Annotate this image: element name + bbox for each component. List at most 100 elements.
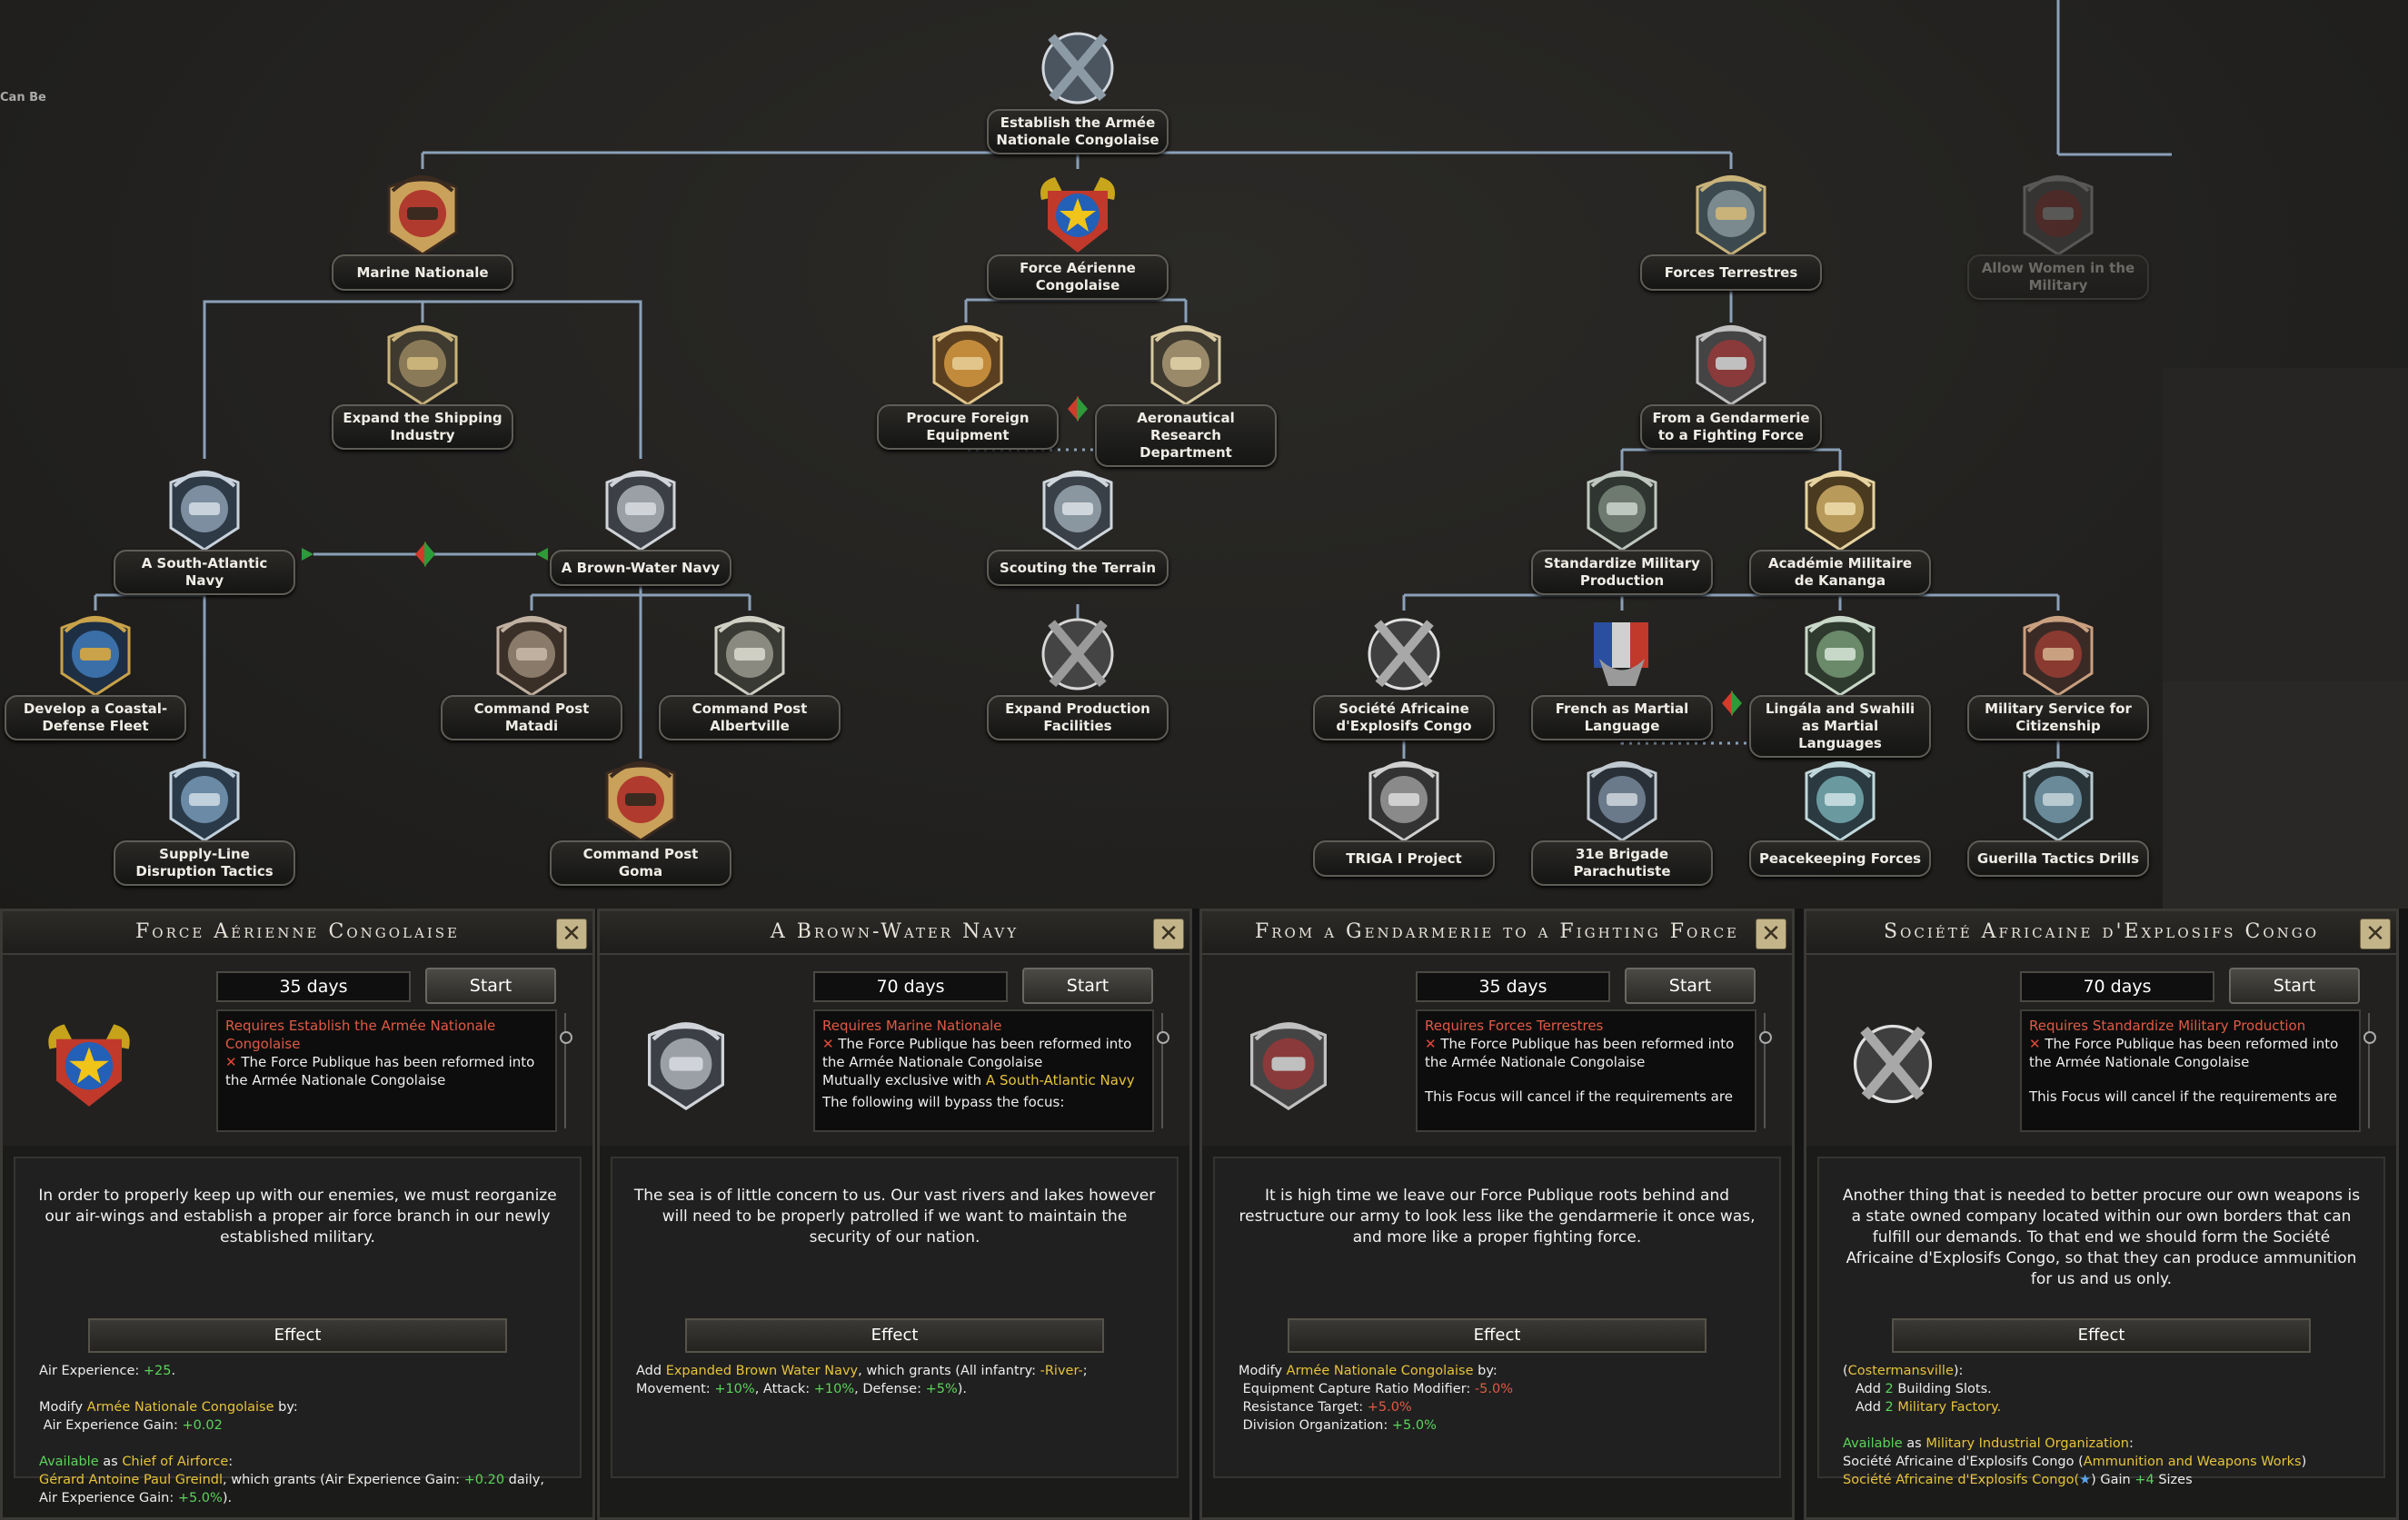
riverboat-icon xyxy=(632,1009,741,1118)
focus-node-shipping[interactable]: Expand the Shipping Industry xyxy=(332,313,513,459)
effect-text: Movement: xyxy=(636,1382,715,1396)
effect-text: , which grants (Air Experience Gain: xyxy=(223,1473,464,1487)
focus-node-lingala[interactable]: Lingála and Swahili as Martial Languages xyxy=(1749,604,1931,758)
requirements-scrollbar[interactable] xyxy=(1758,1009,1772,1132)
effect-text: Ammunition and Weapons Works xyxy=(2083,1455,2302,1469)
duration-field: 70 days xyxy=(813,971,1008,1002)
focus-label: Académie Militaire de Kananga xyxy=(1749,550,1931,595)
focus-node-terrestres[interactable]: Forces Terrestres xyxy=(1640,164,1822,309)
focus-tree-view: Can Be Establish the Armée Nationale Con… xyxy=(0,0,2408,909)
focus-label: Forces Terrestres xyxy=(1640,254,1822,291)
requirements-scrollbar[interactable] xyxy=(2363,1009,2376,1132)
effect-text: Building Slots. xyxy=(1893,1382,1992,1396)
tree-side-shade xyxy=(2163,681,2408,909)
effect-text: daily, xyxy=(504,1473,545,1487)
focus-node-expandprod[interactable]: Expand Production Facilities xyxy=(987,604,1169,750)
focus-label: Expand the Shipping Industry xyxy=(332,404,513,450)
focus-detail-panel: Force Aérienne Congolaise ✕ 35 days Star… xyxy=(0,909,595,1520)
focus-node-albertville[interactable]: Command Post Albertville xyxy=(659,604,841,750)
exclusive-focus-link[interactable]: A South-Atlantic Navy xyxy=(985,1072,1135,1088)
effect-text: by: xyxy=(274,1400,298,1415)
shipping-icon xyxy=(373,313,473,413)
focus-label: Peacekeeping Forces xyxy=(1749,840,1931,877)
focus-detail-panel: A Brown-Water Navy ✕ 70 days Start Requi… xyxy=(597,909,1192,1520)
helmet-rifles-icon xyxy=(1681,313,1781,413)
requirement-detail: ✕ The Force Publique has been reformed i… xyxy=(1425,1036,1735,1070)
effect-text: Military Industrial Organization xyxy=(1925,1436,2129,1451)
effect-text: Gérard Antoine Paul Greindl xyxy=(39,1473,223,1487)
focus-label: Marine Nationale xyxy=(332,254,513,291)
reactor-icon xyxy=(1354,750,1454,849)
effect-text: Sizes xyxy=(2154,1473,2193,1487)
requirement-line: Requires Standardize Military Production xyxy=(2029,1018,2306,1034)
focus-node-academie[interactable]: Académie Militaire de Kananga xyxy=(1749,459,1931,604)
start-focus-button[interactable]: Start xyxy=(425,968,556,1004)
focus-node-guerilla[interactable]: Guerilla Tactics Drills xyxy=(1967,750,2149,895)
crossed-rifles-icon xyxy=(1028,18,1128,118)
focus-node-triga[interactable]: TRIGA I Project xyxy=(1313,750,1495,895)
close-button[interactable]: ✕ xyxy=(1153,919,1184,949)
start-focus-button[interactable]: Start xyxy=(2229,968,2360,1004)
focus-node-scouting[interactable]: Scouting the Terrain xyxy=(987,459,1169,604)
requirements-scrollbar[interactable] xyxy=(559,1009,572,1132)
focus-node-standardize[interactable]: Standardize Military Production xyxy=(1531,459,1713,604)
focus-node-gendarmerie[interactable]: From a Gendarmerie to a Fighting Force xyxy=(1640,313,1822,459)
effect-text: as xyxy=(1902,1436,1926,1451)
effect-text: Armée Nationale Congolaise xyxy=(1286,1364,1474,1378)
focus-node-brigade[interactable]: 31e Brigade Parachutiste xyxy=(1531,750,1713,895)
start-focus-button[interactable]: Start xyxy=(1022,968,1153,1004)
roundel-star-icon xyxy=(1028,164,1128,263)
focus-node-coastal[interactable]: Develop a Coastal-Defense Fleet xyxy=(5,604,186,750)
requirement-note: This Focus will cancel if the requiremen… xyxy=(1425,1088,1733,1105)
focus-node-peace[interactable]: Peacekeeping Forces xyxy=(1749,750,1931,895)
effect-text: Armée Nationale Congolaise xyxy=(86,1400,274,1415)
requirement-detail: ✕ The Force Publique has been reformed i… xyxy=(822,1036,1132,1070)
effect-text: +5% xyxy=(925,1382,958,1396)
focus-node-aero[interactable]: Aeronautical Research Department xyxy=(1095,313,1277,467)
close-icon: ✕ xyxy=(2365,920,2385,948)
panel-header-area: 35 days Start Requires Forces Terrestres… xyxy=(1202,955,1792,1146)
effect-text: +5.0% xyxy=(1367,1400,1412,1415)
command-post-icon xyxy=(482,604,582,704)
women-soldiers-icon xyxy=(2008,164,2108,263)
focus-description: In order to properly keep up with our en… xyxy=(38,1187,557,1247)
focus-node-french[interactable]: French as Martial Language xyxy=(1531,604,1713,750)
handshake-icon xyxy=(918,313,1018,413)
requirement-note: This Focus will cancel if the requiremen… xyxy=(2029,1088,2337,1105)
effect-list: Modify Armée Nationale Congolaise by: Eq… xyxy=(1239,1362,1757,1435)
panel-title: Société Africaine d'Explosifs Congo xyxy=(1806,911,2396,955)
panel-header-area: 35 days Start Requires Establish the Arm… xyxy=(3,955,592,1146)
requirements-scrollbar[interactable] xyxy=(1156,1009,1169,1132)
focus-node-procure[interactable]: Procure Foreign Equipment xyxy=(877,313,1059,459)
focus-node-fac[interactable]: Force Aérienne Congolaise xyxy=(987,164,1169,309)
effect-text: Add xyxy=(636,1364,666,1378)
fort-icon xyxy=(700,604,800,704)
focus-node-allow[interactable]: Allow Women in the Military xyxy=(1967,164,2149,309)
close-button[interactable]: ✕ xyxy=(1756,919,1786,949)
effect-text: Military Factory. xyxy=(1893,1400,2002,1415)
focus-node-establish[interactable]: Establish the Armée Nationale Congolaise xyxy=(987,18,1169,164)
close-button[interactable]: ✕ xyxy=(2360,919,2391,949)
mutual-exclusive-marker xyxy=(404,541,444,567)
mutual-exclusive-line: Mutually exclusive with A South-Atlantic… xyxy=(822,1072,1135,1088)
focus-node-supply[interactable]: Supply-Line Disruption Tactics xyxy=(114,750,295,895)
focus-node-goma[interactable]: Command Post Goma xyxy=(550,750,731,895)
effect-text: Available xyxy=(1843,1436,1903,1451)
description-box: The sea is of little concern to us. Our … xyxy=(611,1157,1179,1478)
officer-icon xyxy=(2008,604,2108,704)
requirement-detail: ✕ The Force Publique has been reformed i… xyxy=(225,1054,535,1088)
focus-node-sace[interactable]: Société Africaine d'Explosifs Congo xyxy=(1313,604,1495,750)
focus-node-service[interactable]: Military Service for Citizenship xyxy=(1967,604,2149,750)
focus-node-matadi[interactable]: Command Post Matadi xyxy=(441,604,622,750)
mutual-exclusive-marker xyxy=(1057,396,1097,422)
focus-node-brown[interactable]: A Brown-Water Navy xyxy=(550,459,731,604)
effect-text: 2 xyxy=(1885,1382,1894,1396)
focus-node-marine[interactable]: Marine Nationale xyxy=(332,164,513,309)
focus-label: Scouting the Terrain xyxy=(987,550,1169,586)
close-button[interactable]: ✕ xyxy=(556,919,587,949)
focus-label: Standardize Military Production xyxy=(1531,550,1713,595)
requirements-box: Requires Marine Nationale ✕ The Force Pu… xyxy=(813,1009,1154,1132)
start-focus-button[interactable]: Start xyxy=(1625,968,1756,1004)
effect-header: Effect xyxy=(88,1318,507,1353)
focus-node-south[interactable]: A South-Atlantic Navy xyxy=(114,459,295,604)
